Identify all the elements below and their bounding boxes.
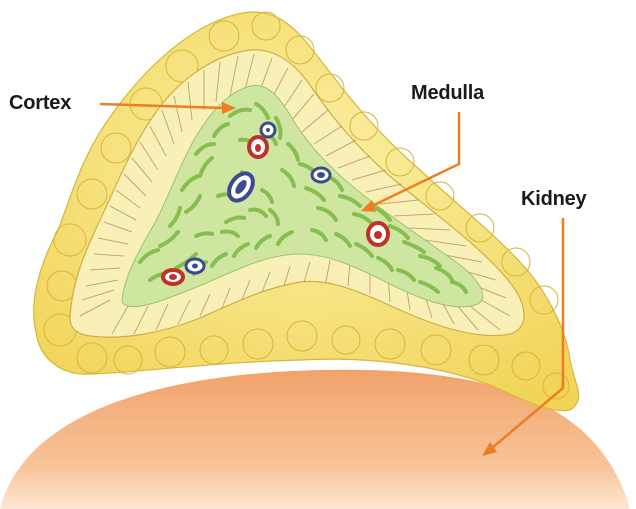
medulla-label: Medulla bbox=[411, 82, 484, 105]
kidney-label: Kidney bbox=[521, 188, 586, 211]
cortex-label: Cortex bbox=[9, 92, 71, 115]
